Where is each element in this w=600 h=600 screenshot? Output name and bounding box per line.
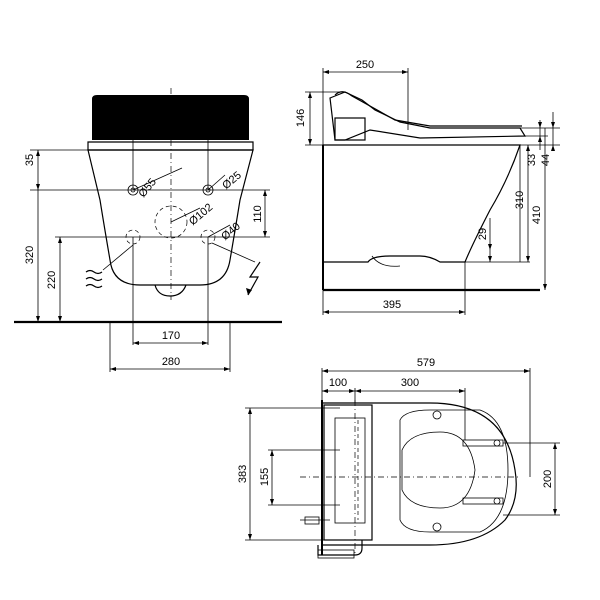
front-seat-lid xyxy=(92,95,249,140)
side-bowl-body xyxy=(322,144,521,263)
dim-220: 220 xyxy=(46,271,58,289)
side-lid xyxy=(334,91,522,127)
dim-395: 395 xyxy=(383,299,401,311)
dim-o40: Ø40 xyxy=(219,220,243,243)
dim-33: 33 xyxy=(526,154,538,166)
dim-o102: Ø102 xyxy=(187,201,215,227)
top-bowl-outline xyxy=(322,402,517,546)
dim-383: 383 xyxy=(237,465,249,483)
top-seat-ring xyxy=(399,409,509,533)
front-seat-ring xyxy=(87,141,254,151)
dim-146: 146 xyxy=(295,109,307,127)
dim-200: 200 xyxy=(542,470,554,488)
dim-o25: Ø25 xyxy=(220,169,244,192)
electric-supply-icon xyxy=(211,242,261,296)
dim-110: 110 xyxy=(252,205,264,223)
dim-170: 170 xyxy=(162,330,180,342)
front-bowl-body xyxy=(87,149,254,286)
dim-155: 155 xyxy=(259,468,271,486)
front-outlet xyxy=(154,284,187,297)
water-supply-icon xyxy=(85,244,134,289)
dim-410: 410 xyxy=(531,206,543,224)
dim-100: 100 xyxy=(329,377,347,389)
side-view: 250 146 33 44 310 410 29 xyxy=(295,59,560,315)
dim-44: 44 xyxy=(540,154,552,166)
top-pipe xyxy=(317,540,363,556)
hole-102-icon xyxy=(154,205,188,239)
dim-310: 310 xyxy=(514,191,526,209)
dim-320: 320 xyxy=(24,246,36,264)
dim-280: 280 xyxy=(162,356,180,368)
top-view: 579 100 300 383 155 200 xyxy=(237,357,560,559)
dim-29: 29 xyxy=(477,228,489,240)
side-seat xyxy=(329,91,527,141)
dim-180: 180 xyxy=(162,122,180,134)
front-view: 180 35 Ø55 Ø25 Ø102 Ø40 110 320 220 xyxy=(14,88,282,372)
dim-35: 35 xyxy=(24,154,36,166)
dim-300: 300 xyxy=(401,377,419,389)
top-tank-box xyxy=(323,404,373,541)
dim-579: 579 xyxy=(417,357,435,369)
dim-250: 250 xyxy=(356,59,374,71)
